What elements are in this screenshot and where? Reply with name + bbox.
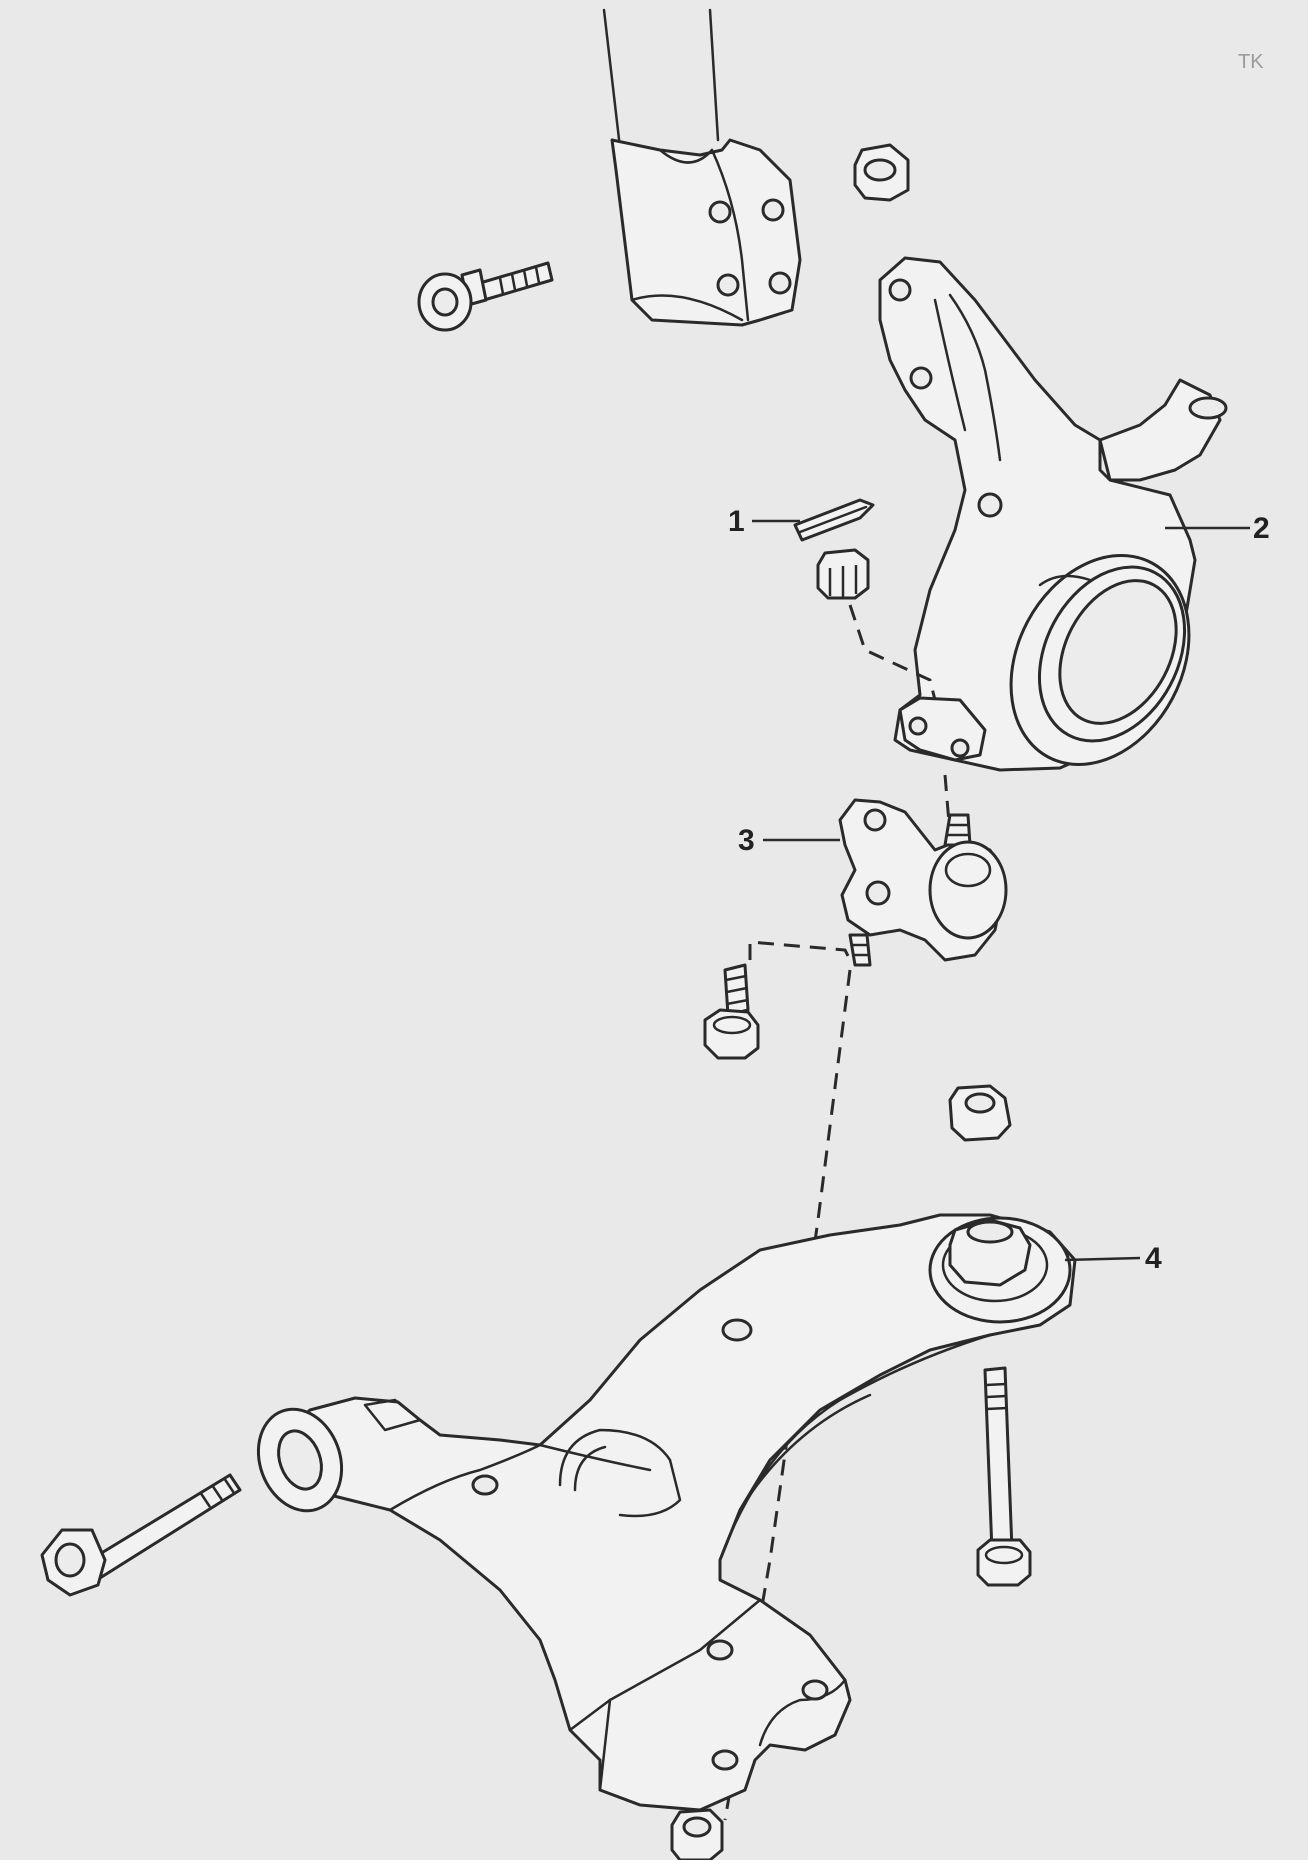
balljoint-bolt bbox=[703, 963, 760, 1060]
corner-mark: TK bbox=[1238, 51, 1264, 73]
bottom-nut bbox=[670, 1808, 724, 1860]
strut-nut bbox=[853, 143, 910, 202]
rear-arm-bolt bbox=[40, 1473, 242, 1597]
callout-4: 4 bbox=[1145, 1242, 1162, 1275]
callout-1: 1 bbox=[728, 505, 745, 538]
callout-3: 3 bbox=[738, 824, 755, 857]
alignment-line-nut bbox=[848, 604, 937, 701]
leader-4 bbox=[1064, 1256, 1141, 1262]
strut-bolt bbox=[417, 261, 554, 332]
arm-nut bbox=[948, 1084, 1012, 1142]
cotter-pin bbox=[793, 498, 875, 542]
steering-knuckle bbox=[878, 256, 1228, 772]
castle-nut bbox=[816, 548, 870, 600]
strut-assembly bbox=[602, 8, 802, 327]
front-arm-bolt bbox=[976, 1366, 1032, 1587]
alignment-line-balljoint bbox=[943, 774, 952, 836]
callout-2: 2 bbox=[1253, 512, 1270, 545]
lower-control-arm bbox=[256, 1213, 1077, 1812]
alignment-line-bolt bbox=[748, 940, 852, 961]
lower-ball-joint bbox=[838, 798, 1008, 967]
